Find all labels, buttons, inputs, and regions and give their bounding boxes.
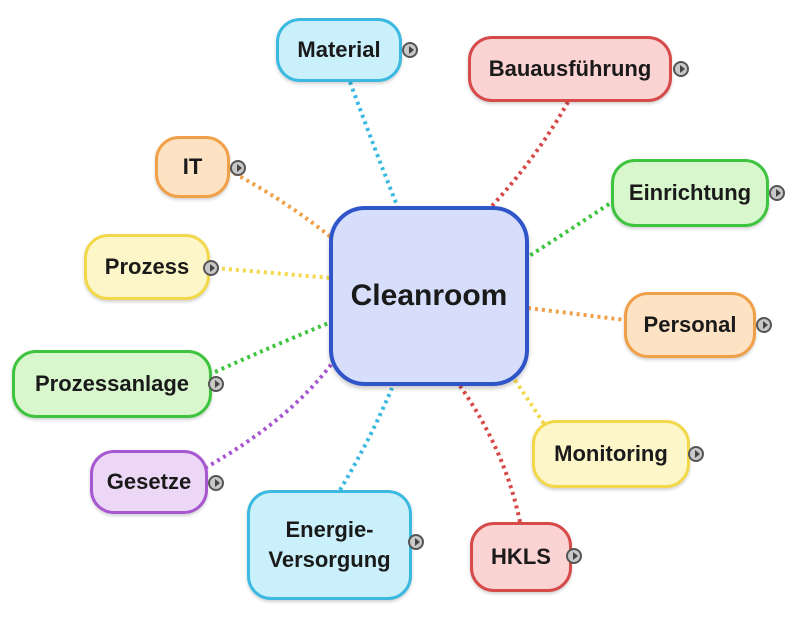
node-prozess[interactable]: Prozess xyxy=(84,234,210,300)
link-material xyxy=(348,81,400,209)
expand-material-icon[interactable] xyxy=(402,42,418,58)
expand-einrichtung-icon[interactable] xyxy=(769,185,785,201)
expand-energie-versorgung-icon[interactable] xyxy=(408,534,424,550)
node-bauausfuehrung[interactable]: Bauausführung xyxy=(468,36,672,102)
link-personal xyxy=(527,306,626,322)
node-label: Personal xyxy=(643,312,737,337)
node-it[interactable]: IT xyxy=(155,136,230,198)
expand-bauausfuehrung-icon[interactable] xyxy=(673,61,689,77)
central-topic-cleanroom[interactable]: Cleanroom xyxy=(329,206,529,386)
node-label: Monitoring xyxy=(554,441,668,466)
node-label: IT xyxy=(182,154,203,179)
expand-it-icon[interactable] xyxy=(230,160,246,176)
link-energie xyxy=(338,387,394,492)
link-einrichtung xyxy=(524,198,617,260)
expand-hkls-icon[interactable] xyxy=(566,548,582,564)
node-energie-versorgung[interactable]: Energie- Versorgung xyxy=(247,490,412,600)
node-prozessanlage[interactable]: Prozessanlage xyxy=(12,350,212,418)
link-bauausfuehrung xyxy=(488,101,570,210)
node-label: Prozess xyxy=(104,254,190,279)
link-gesetze xyxy=(204,360,335,470)
node-hkls[interactable]: HKLS xyxy=(470,522,572,592)
expand-personal-icon[interactable] xyxy=(756,317,772,333)
link-hkls xyxy=(458,384,522,523)
node-label: Bauausführung xyxy=(488,56,652,81)
central-topic-label: Cleanroom xyxy=(350,279,508,312)
node-einrichtung[interactable]: Einrichtung xyxy=(611,159,769,227)
link-prozess xyxy=(214,266,332,280)
node-label: Gesetze xyxy=(106,469,192,494)
node-label: Material xyxy=(297,37,381,62)
expand-prozessanlage-icon[interactable] xyxy=(208,376,224,392)
node-label: HKLS xyxy=(491,544,551,569)
link-prozessanlage xyxy=(214,320,332,374)
link-it xyxy=(227,168,334,240)
node-label: Prozessanlage xyxy=(34,371,190,396)
node-material[interactable]: Material xyxy=(276,18,402,82)
node-label: Einrichtung xyxy=(628,180,752,205)
node-label: Energie- Versorgung xyxy=(268,517,391,572)
expand-prozess-icon[interactable] xyxy=(203,260,219,276)
node-personal[interactable]: Personal xyxy=(624,292,756,358)
expand-gesetze-icon[interactable] xyxy=(208,475,224,491)
node-monitoring[interactable]: Monitoring xyxy=(532,420,690,488)
expand-monitoring-icon[interactable] xyxy=(688,446,704,462)
node-gesetze[interactable]: Gesetze xyxy=(90,450,208,514)
